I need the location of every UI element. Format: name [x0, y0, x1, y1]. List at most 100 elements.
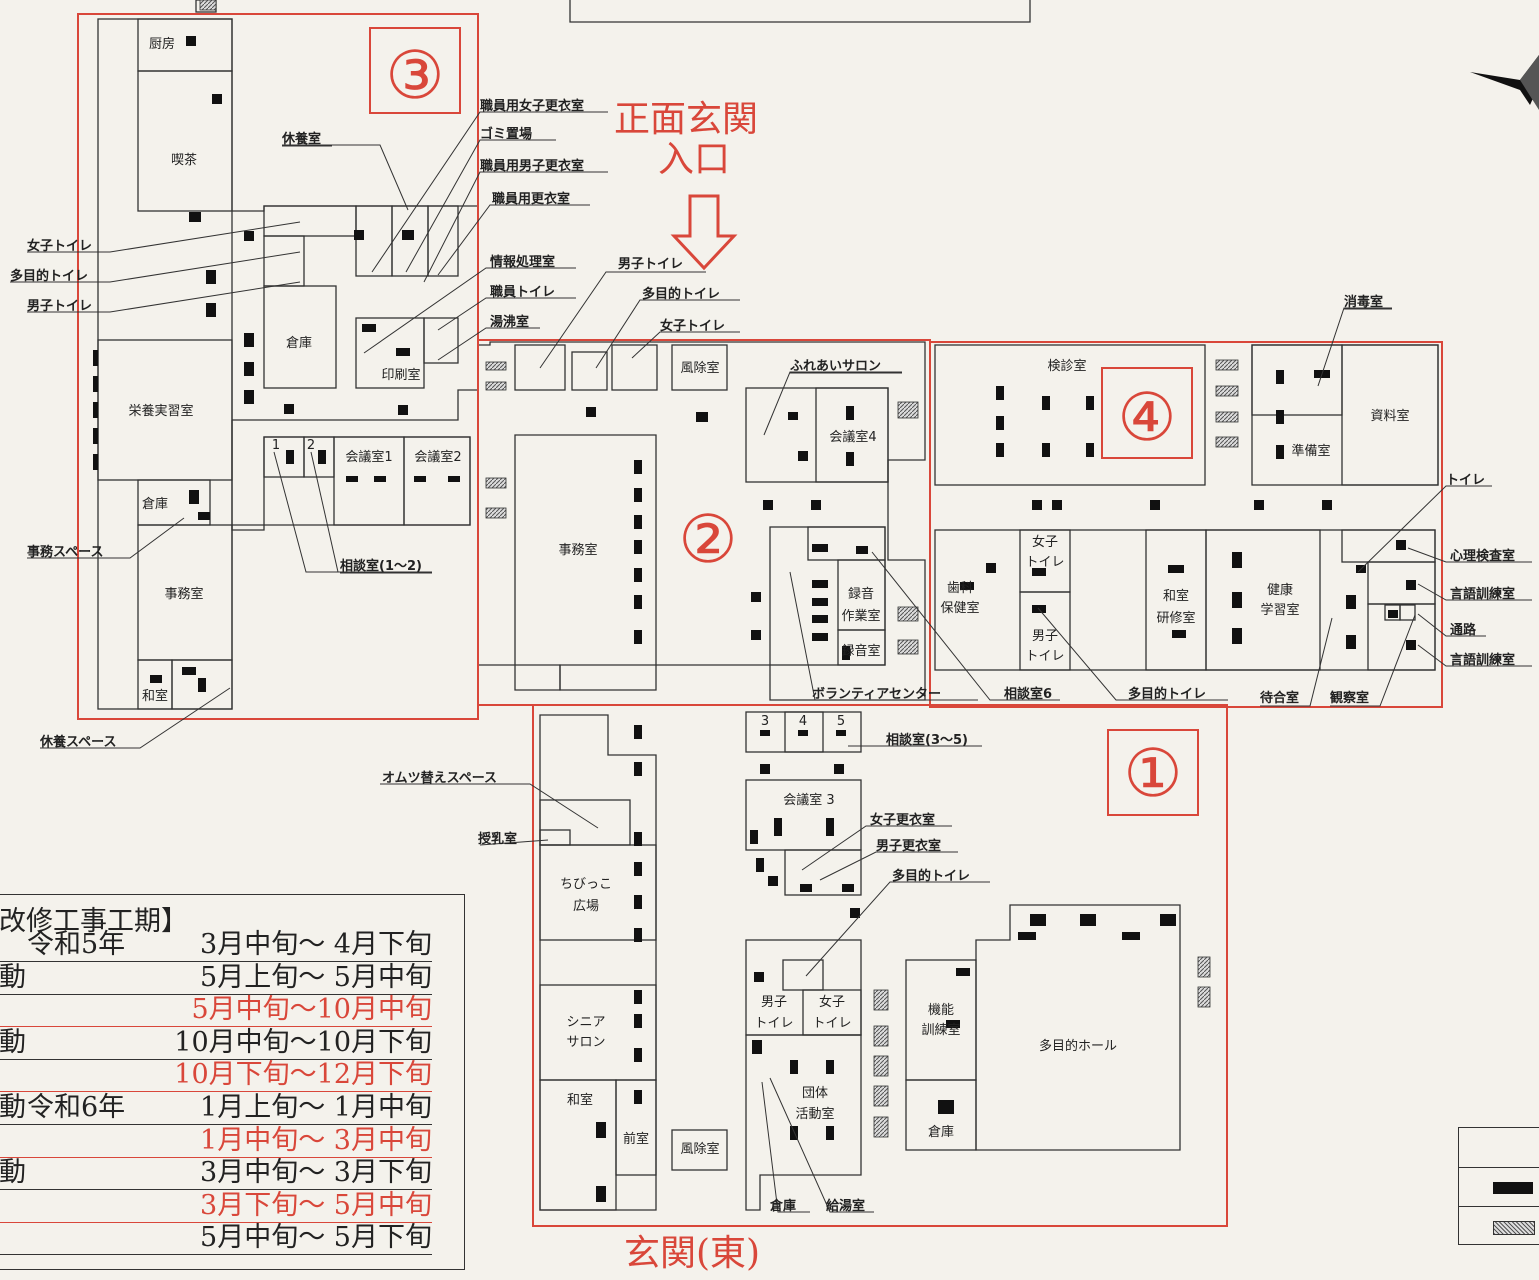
room-office-2: 事務室 — [558, 542, 597, 558]
schedule-row-period: 3月下旬～ 5月中旬 — [200, 1189, 432, 1221]
room-wind-east: 風除室 — [680, 1141, 719, 1157]
consult-num-3: 3 — [761, 714, 769, 729]
room-anteroom: 前室 — [623, 1131, 649, 1147]
main-entrance-line2: 入口 — [658, 139, 731, 180]
callout-toilet-4: トイレ — [1446, 473, 1485, 488]
schedule-row: 5月中旬～10月中旬 — [0, 994, 432, 1028]
room-storage-1: 倉庫 — [928, 1125, 954, 1140]
room-washitsu-1: 和室 — [567, 1092, 593, 1108]
room-chibikko-2: 広場 — [573, 899, 599, 914]
callout-men-locker-1: 男子更衣室 — [876, 838, 941, 854]
callout-men-wc-2: 男子トイレ — [618, 257, 683, 272]
callout-speech2: 言語訓練室 — [1450, 652, 1515, 668]
room-checkup: 検診室 — [1047, 358, 1086, 374]
leader-lines — [10, 111, 1532, 1213]
room-men-wc-2: トイレ — [1025, 649, 1064, 664]
callout-staff-women-locker: 職員用女子更衣室 — [480, 98, 584, 114]
callout-consult-3-5: 相談室(3～5) — [886, 732, 968, 748]
room-recording: 録音室 — [841, 643, 880, 659]
callout-rest-room: 休養室 — [281, 131, 321, 147]
zone-outlines — [77, 13, 1443, 1227]
schedule-row-year: 令和6年 — [27, 1092, 126, 1123]
room-recording-work-2: 作業室 — [841, 608, 880, 624]
consult-num-2: 2 — [307, 438, 315, 453]
wing-4 — [934, 344, 1439, 671]
callout-multi-wc-1: 多目的トイレ — [892, 868, 970, 884]
main-entrance-title: 正面玄関 入口 — [614, 100, 758, 180]
room-health-2: 学習室 — [1260, 602, 1299, 618]
schedule-row-label: 動 — [0, 1157, 26, 1189]
callout-observation: 観察室 — [1329, 690, 1369, 706]
callout-info-room: 情報処理室 — [490, 254, 555, 270]
room-women-wc-1: 女子 — [1032, 534, 1058, 550]
legend-solid-swatch — [1493, 1182, 1533, 1194]
callout-consult6: 相談室6 — [1004, 686, 1052, 702]
callout-garbage: ゴミ置場 — [480, 126, 532, 142]
room-hall: 多目的ホール — [1039, 1038, 1117, 1054]
callout-staff-men-locker: 職員用男子更衣室 — [480, 158, 584, 174]
compass-icon — [1470, 55, 1539, 110]
room-meeting2: 会議室2 — [414, 449, 461, 465]
schedule-row-label: 動 — [0, 961, 26, 993]
room-prep: 準備室 — [1291, 443, 1330, 459]
schedule-row-period: 3月中旬～ 4月下旬 — [200, 929, 432, 960]
room-func-2: 訓練室 — [921, 1022, 960, 1038]
callout-passage: 通路 — [1450, 622, 1477, 638]
schedule-row: 動 3月中旬～ 3月下旬 — [0, 1157, 432, 1191]
callout-office-space: 事務スペース — [27, 544, 103, 560]
schedule-row-period: 3月中旬～ 3月下旬 — [200, 1157, 432, 1189]
callout-psych: 心理検査室 — [1450, 548, 1515, 564]
consult-num-5: 5 — [837, 714, 845, 729]
callout-disinfect: 消毒室 — [1344, 294, 1383, 310]
consult-num-1: 1 — [272, 438, 280, 453]
room-men-wc1-1: 男子 — [761, 995, 787, 1010]
zone-1-label: ① — [1123, 735, 1182, 812]
room-health-1: 健康 — [1267, 582, 1293, 598]
wing-1 — [539, 711, 1181, 1211]
callout-consult-1-2: 相談室(1～2) — [340, 558, 422, 574]
callout-women-wc-2: 女子トイレ — [660, 318, 725, 334]
callout-multi-wc-l: 多目的トイレ — [10, 268, 88, 284]
callout-boiler: 湯沸室 — [490, 314, 529, 330]
wing-2 — [478, 341, 926, 701]
room-labels: 厨房 喫茶 栄養実習室 倉庫 事務室 倉庫 和室 印刷室 会議室1 会議室2 1… — [128, 36, 1409, 1157]
schedule-row-period: 1月中旬～ 3月中旬 — [200, 1124, 432, 1156]
legend-row-hatched — [1459, 1206, 1539, 1246]
callout-fureai: ふれあいサロン — [790, 359, 881, 374]
schedule-row: 動 5月上旬～ 5月中旬 — [0, 962, 432, 995]
callout-waiting: 待合室 — [1259, 690, 1299, 706]
room-meeting3: 会議室 3 — [783, 792, 834, 808]
room-training-1: 和室 — [1163, 588, 1189, 604]
room-women-wc1-1: 女子 — [819, 994, 845, 1010]
callout-staff-locker: 職員用更衣室 — [492, 191, 570, 207]
room-training-2: 研修室 — [1156, 610, 1195, 626]
schedule-row-period: 5月中旬～10月中旬 — [191, 994, 432, 1026]
schedule-row-period: 5月上旬～ 5月中旬 — [200, 961, 432, 993]
schedule-row-year: 令和5年 — [27, 929, 126, 960]
callout-multi-wc-2: 多目的トイレ — [642, 286, 720, 302]
schedule-row: 10月下旬～12月下旬 — [0, 1059, 432, 1093]
room-dental-1: 歯科 — [947, 581, 973, 596]
callout-nursing: 授乳室 — [478, 831, 517, 847]
callout-rest-space: 休養スペース — [39, 734, 116, 750]
callout-multi-wc-4: 多目的トイレ — [1128, 686, 1206, 702]
callout-women-wc-l: 女子トイレ — [27, 238, 92, 254]
schedule-row-period: 10月下旬～12月下旬 — [174, 1059, 432, 1091]
zone-2-label: ② — [678, 501, 737, 578]
schedule-row: 5月中旬～ 5月下旬 — [0, 1222, 432, 1256]
room-washitsu-3: 和室 — [142, 688, 168, 704]
callout-diaper: オムツ替えスペース — [382, 770, 497, 786]
room-meeting1: 会議室1 — [345, 449, 392, 465]
room-printing: 印刷室 — [381, 367, 420, 383]
room-senior-1: シニア — [566, 1015, 605, 1030]
east-entrance-title: 玄関(東) — [624, 1233, 761, 1274]
callout-storage-e: 倉庫 — [769, 1198, 796, 1214]
legend — [1458, 1127, 1539, 1245]
zone-3-label: ③ — [385, 37, 444, 114]
main-entrance-line1: 正面玄関 — [614, 99, 759, 140]
room-men-wc1-2: トイレ — [754, 1016, 793, 1031]
